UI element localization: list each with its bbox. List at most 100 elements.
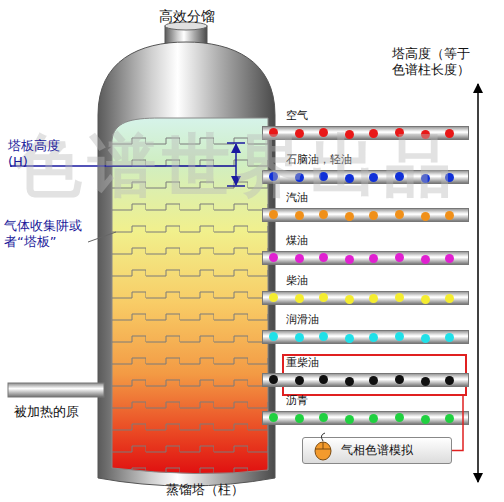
component-dot <box>345 130 354 139</box>
fraction-outlet: 煤油 <box>282 232 467 274</box>
fraction-name: 煤油 <box>286 234 308 248</box>
fraction-name: 重柴油 <box>286 356 319 370</box>
component-dot <box>295 254 304 263</box>
component-dot <box>421 377 430 386</box>
connector <box>452 396 463 451</box>
component-dot <box>445 211 454 220</box>
fraction-name: 沥青 <box>286 394 308 408</box>
component-dot <box>395 413 404 422</box>
component-dot <box>395 210 404 219</box>
fraction-name: 汽油 <box>286 191 308 205</box>
component-dot <box>395 293 404 302</box>
fraction-outlet: 沥青 <box>282 392 467 434</box>
component-dot <box>319 128 328 137</box>
component-dot <box>421 255 430 264</box>
component-dot <box>269 413 278 422</box>
fraction-name: 石脑油，轻油 <box>286 153 352 167</box>
component-dot <box>445 414 454 423</box>
button-label: 气相色谱模拟 <box>341 442 413 458</box>
component-dot <box>319 413 328 422</box>
component-dot <box>445 376 454 385</box>
component-dot <box>295 333 304 342</box>
component-dot <box>421 174 430 183</box>
component-dot <box>369 333 378 342</box>
component-dot <box>369 376 378 385</box>
feed-label: 被加热的原 <box>14 404 104 420</box>
tower-height-arrow <box>477 84 479 482</box>
component-dot <box>269 332 278 341</box>
fraction-outlet: 柴油 <box>282 272 467 314</box>
component-dot <box>319 253 328 262</box>
component-dot <box>295 294 304 303</box>
tray-height-label: 塔板高度 (H) <box>8 138 68 170</box>
tray-height-tick <box>227 142 245 144</box>
fraction-name: 柴油 <box>286 274 308 288</box>
component-dot <box>421 212 430 221</box>
component-dot <box>369 294 378 303</box>
tray-height-tick <box>227 185 245 187</box>
watermark: 色谱世界出品 <box>14 126 494 206</box>
component-dot <box>319 293 328 302</box>
simulation-button: 气相色谱模拟 <box>302 437 452 464</box>
component-dot <box>369 211 378 220</box>
component-dot <box>345 255 354 264</box>
component-dot <box>269 375 278 384</box>
fraction-name: 润滑油 <box>286 313 319 327</box>
component-dot <box>369 414 378 423</box>
component-dot <box>345 377 354 386</box>
component-dot <box>295 173 304 182</box>
component-dot <box>395 332 404 341</box>
component-dot <box>445 129 454 138</box>
component-dot <box>369 254 378 263</box>
component-dot <box>269 172 278 181</box>
tray-label: 气体收集阱或者“塔板” <box>4 218 88 250</box>
component-dot <box>269 128 278 137</box>
tray-height-arrow <box>235 144 237 185</box>
component-dot <box>395 128 404 137</box>
component-dot <box>395 253 404 262</box>
outlet-pipe <box>262 373 469 387</box>
component-dot <box>421 334 430 343</box>
component-dot <box>445 294 454 303</box>
fraction-outlet: 润滑油 <box>282 311 467 353</box>
component-dot <box>345 415 354 424</box>
tower-height-label: 塔高度（等于色谱柱长度） <box>392 46 476 78</box>
component-dot <box>295 414 304 423</box>
component-dot <box>269 293 278 302</box>
component-dot <box>345 212 354 221</box>
component-dot <box>445 173 454 182</box>
component-dot <box>319 172 328 181</box>
tray-pattern <box>112 128 268 473</box>
component-dot <box>421 295 430 304</box>
component-dot <box>269 210 278 219</box>
tray-height-line <box>10 165 236 167</box>
component-dot <box>445 333 454 342</box>
outlet-pipe <box>262 208 469 222</box>
column-body <box>98 42 275 486</box>
outlet-pipe <box>262 330 469 344</box>
component-dot <box>369 129 378 138</box>
component-dot <box>345 174 354 183</box>
component-dot <box>295 211 304 220</box>
outlet-pipe <box>262 251 469 265</box>
component-dot <box>421 130 430 139</box>
component-dot <box>295 376 304 385</box>
fraction-outlet: 石脑油，轻油 <box>282 151 467 193</box>
component-dot <box>319 332 328 341</box>
component-dot <box>395 375 404 384</box>
fraction-outlet: 空气 <box>282 107 467 149</box>
outlet-pipe <box>262 126 469 140</box>
mouse-icon <box>315 433 331 460</box>
diagram-caption: 蒸馏塔（柱） <box>150 482 260 498</box>
component-dot <box>319 210 328 219</box>
component-dot <box>345 334 354 343</box>
fraction-name: 空气 <box>286 109 308 123</box>
column-interior <box>112 118 268 474</box>
component-dot <box>319 375 328 384</box>
component-dot <box>345 295 354 304</box>
fraction-outlet: 汽油 <box>282 189 467 231</box>
component-dot <box>295 129 304 138</box>
component-dot <box>269 253 278 262</box>
component-dot <box>395 172 404 181</box>
